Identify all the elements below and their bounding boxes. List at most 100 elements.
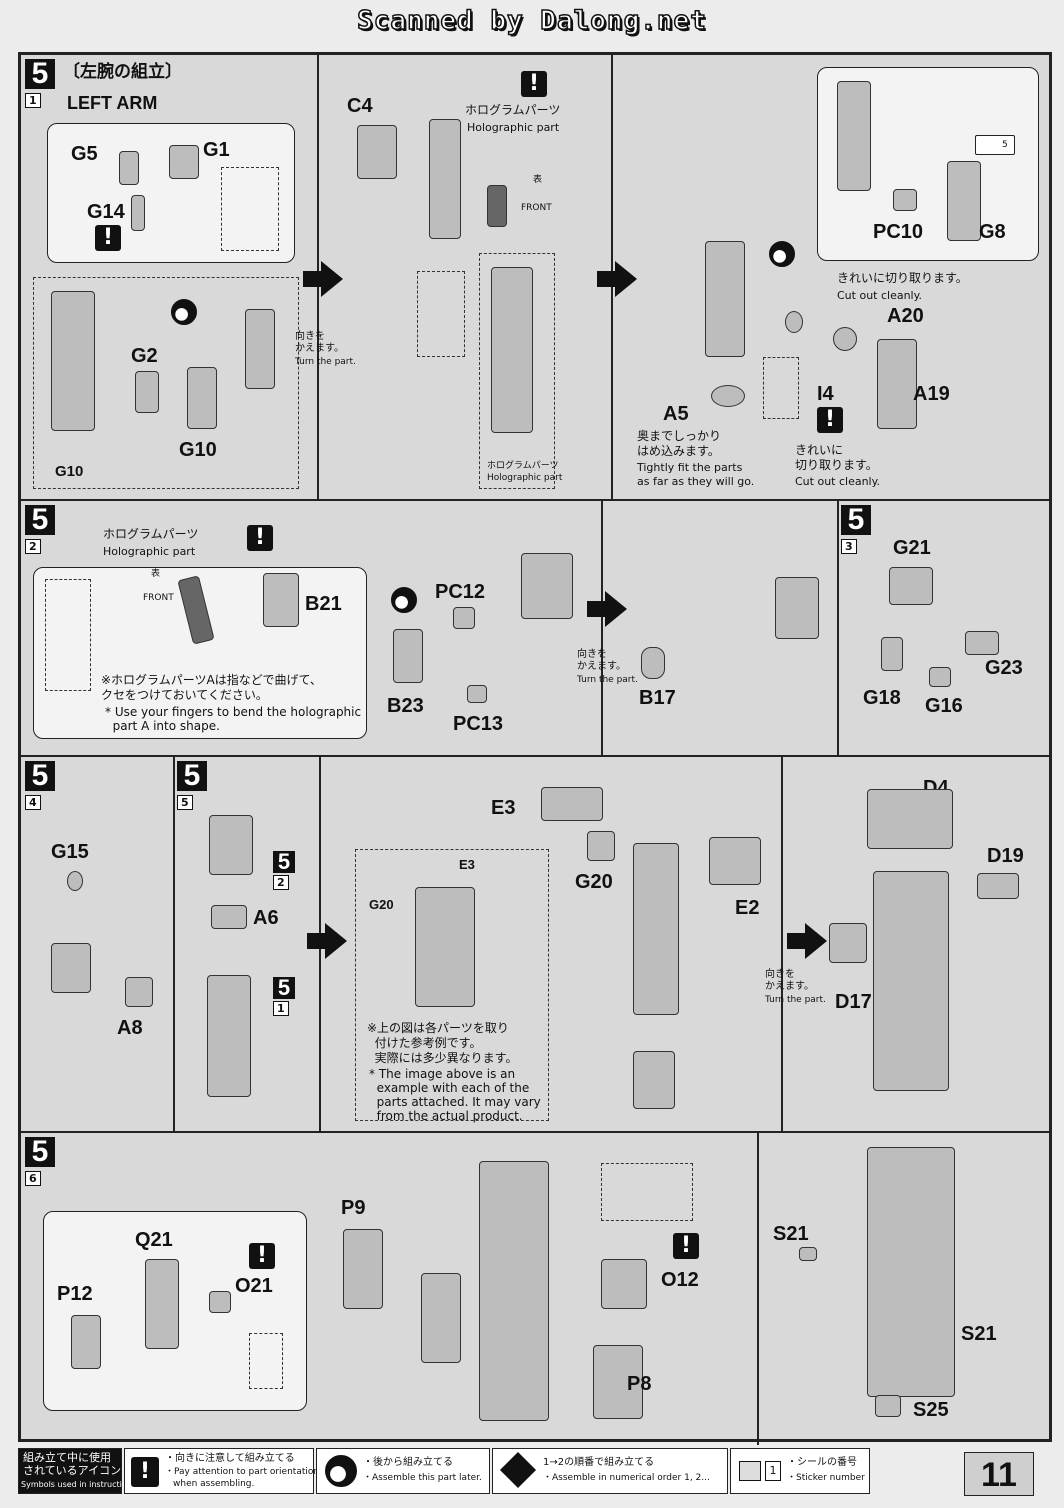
legend-orient-en1: ・Pay attention to part orientation [165, 1467, 320, 1477]
sticker-number-box: 1 [765, 1461, 781, 1481]
cut-detail-box [763, 357, 799, 419]
ref-en-1: * The image above is an [369, 1067, 516, 1081]
fit-jp-line1: 奥までしっかり [637, 429, 722, 443]
next-arrow-2 [787, 923, 827, 959]
sticker-icon [739, 1461, 761, 1481]
bend-en-3: into shape. [153, 719, 220, 733]
part-label-o21: O21 [235, 1275, 273, 1297]
next-arrow [587, 591, 627, 627]
cut2-jp-line2: 切り取ります。 [795, 458, 878, 472]
legend-later-jp: ・後から組み立てる [363, 1457, 453, 1468]
holo-assembled-box [479, 253, 555, 489]
bend-note-jp: ※ホログラムパーツAは指などで曲げて、クセをつけておいてください。 [101, 673, 322, 702]
inset-pc10-shape [893, 189, 917, 211]
step-number: 5 [177, 761, 207, 791]
part-i4-shape [785, 311, 803, 333]
part-label-p12: P12 [57, 1283, 93, 1305]
warning-icon: ! [247, 525, 273, 551]
part-c4-shape [357, 125, 397, 179]
warning-icon: ! [95, 225, 121, 251]
step-number: 5 [25, 761, 55, 791]
part-label-pc10: PC10 [873, 221, 924, 243]
part-p12-shape [71, 1315, 101, 1369]
holo-part-jp2: ホログラムパーツ [487, 461, 559, 471]
instruction-page: 5 1 〔左腕の組立〕 LEFT ARM G5 G1 G14 ! G10 G2 … [18, 52, 1052, 1445]
legend-sticker-jp: ・シールの番号 [787, 1457, 857, 1468]
warning-icon-cut: ! [817, 407, 843, 433]
legend-order-cell: 1→2の順番で組み立てる ・Assemble in numerical orde… [492, 1448, 728, 1494]
part-d4-shape [867, 789, 953, 849]
part-b23-shape [393, 629, 423, 683]
part-a5-shape [711, 385, 745, 407]
legend-title-jp1: 組み立て中に使用 [23, 1451, 111, 1464]
substep-number: 3 [841, 539, 857, 554]
part-label-c4: C4 [347, 95, 373, 117]
o21-detail-box [249, 1333, 283, 1389]
bend-en-1: * Use your fingers to bend the holograph… [105, 705, 362, 719]
part-g1-shape [169, 145, 199, 179]
part-label-b23: B23 [387, 695, 424, 717]
part-s25-shape [875, 1395, 901, 1417]
holo-part-en: Holographic part [467, 121, 560, 134]
ref-note-jp: ※上の図は各パーツを取り 付けた参考例です。 実際には多少異なります。 [367, 1021, 517, 1066]
warning-icon-2: ! [673, 1233, 699, 1259]
scan-title: Scanned by Dalong.net [356, 5, 707, 37]
step-5-1-row: 5 1 〔左腕の組立〕 LEFT ARM G5 G1 G14 ! G10 G2 … [21, 55, 1049, 501]
bend-en-2: part [112, 719, 138, 733]
cut2-jp-line1: きれいに [795, 443, 844, 457]
assembled-view-box [33, 277, 299, 489]
ref-en-4: from the actual product. [376, 1109, 523, 1123]
ref-step-5-2: 5 [273, 851, 295, 873]
substep-number: 5 [177, 795, 193, 810]
step-5-2-row: 5 2 ホログラムパーツ Holographic part ! 表 FRONT … [21, 501, 1049, 757]
part-pc12-shape [453, 607, 475, 629]
fit-jp-line2: はめ込みます。 [637, 444, 720, 458]
part-label-g10-left: G10 [55, 463, 84, 480]
part-pc13-shape [467, 685, 487, 703]
full-arm-shape [873, 871, 949, 1091]
part-label-a8: A8 [117, 1017, 143, 1039]
part-label-a6: A6 [253, 907, 279, 929]
ref-en-2: example with each of the [376, 1081, 530, 1095]
part-label-o12: O12 [661, 1269, 699, 1291]
part-g16-shape [929, 667, 951, 687]
arm-assembled-shape [51, 291, 95, 431]
holo-part-l-shape [487, 185, 507, 227]
upper-arm-sub-shape [207, 975, 251, 1097]
elbow-assembly-shape [705, 241, 745, 357]
legend-title-en: Symbols used in instructions [21, 1480, 136, 1489]
part-b21-shape [263, 573, 299, 627]
part-q21-shape [145, 1259, 179, 1349]
part-d19-shape [977, 873, 1019, 899]
part-g23-shape [965, 631, 999, 655]
next-arrow-2 [597, 261, 637, 297]
holo-detail-box [417, 271, 465, 357]
legend-order-jp: 1→2の順番で組み立てる [543, 1457, 655, 1468]
step-title-jp: 〔左腕の組立〕 [63, 62, 182, 82]
part-s21-top-shape [799, 1247, 817, 1261]
shoulder-sub-shape [209, 815, 253, 875]
legend-sticker-num: 1 [769, 1464, 777, 1477]
part-label-g21: G21 [893, 537, 931, 559]
part-d17-shape [829, 923, 867, 963]
cut2-note-en: Cut out cleanly. [795, 475, 881, 488]
step-number: 5 [841, 505, 871, 535]
part-label-i4: I4 [817, 383, 834, 405]
part-label-b17: B17 [639, 687, 676, 709]
step-5-4-5-row: 5 4 G15 A8 5 5 5 2 A6 5 1 E3 G20 ※上の図は各パ… [21, 757, 1049, 1133]
turn-note-jp: 向きをかえます。 [295, 331, 344, 355]
turn-note-jp: 向きをかえます。 [765, 969, 814, 993]
turn-jp-line1: 向きを [295, 331, 325, 342]
ref-label-g20: G20 [369, 897, 394, 912]
reference-box [355, 849, 549, 1121]
warning-icon: ! [249, 1243, 275, 1269]
part-label-g10: G10 [179, 439, 217, 461]
later-assembly-icon-2 [769, 241, 795, 267]
part-p8-shape [593, 1345, 643, 1419]
part-g14-shape [131, 195, 145, 231]
bend-jp-1b: は指などで曲げて、 [214, 673, 322, 687]
part-label-d17: D17 [835, 991, 872, 1013]
later-assembly-icon [391, 587, 417, 613]
part-label-s21-right: S21 [961, 1323, 997, 1345]
